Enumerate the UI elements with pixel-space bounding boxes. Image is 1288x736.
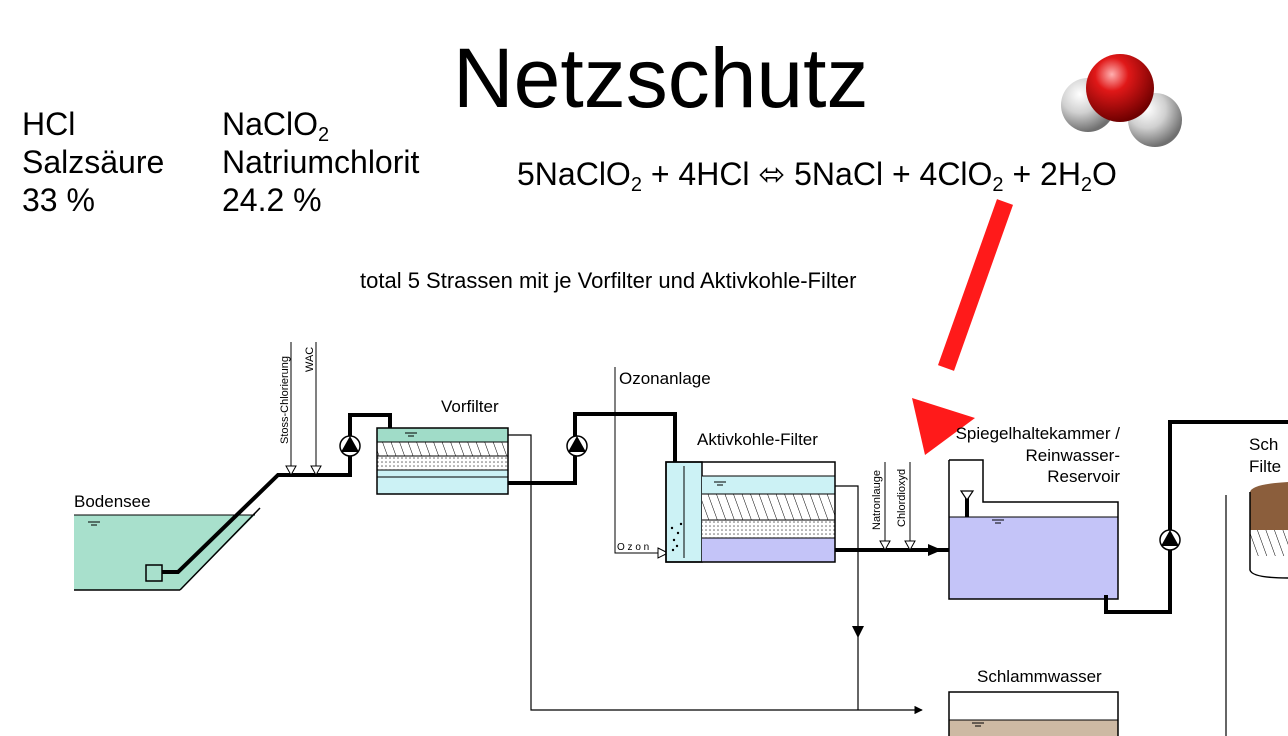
equation-subscript: 2 [992, 174, 1004, 196]
equation-subscript: 2 [630, 174, 642, 196]
chemical-name: Salzsäure [22, 144, 165, 180]
chemical-formula: NaClO2 [222, 105, 419, 146]
street-note: total 5 Strassen mit je Vorfilter und Ak… [360, 268, 857, 293]
aktivkohle-tank [665, 461, 836, 563]
ozone-column [665, 461, 703, 563]
label-ozon: O z o n [617, 542, 650, 553]
label-reservoir: Reservoir [1047, 467, 1120, 486]
chemical-name: Natriumchlorit [222, 144, 420, 180]
equation-part: O [1092, 156, 1117, 192]
vorfilter-tank [376, 427, 509, 495]
pump-icon [566, 435, 588, 457]
label-vorfilter: Vorfilter [441, 397, 499, 416]
red-arrow [912, 199, 1014, 455]
equation-part: + 4HCl ⬄ 5NaCl + 4ClO [641, 156, 993, 192]
chemical-naclo2: NaClO2 Natriumchlorit 24.2 % [222, 105, 419, 219]
dosing-lines [285, 342, 322, 477]
formula-main: HCl [22, 106, 76, 142]
reaction-equation: 5NaClO2 + 4HCl ⬄ 5NaCl + 4ClO2 + 2H2O [517, 152, 1117, 196]
equation-part: 5NaClO [517, 156, 631, 192]
pump-icon [339, 435, 361, 457]
label-wac: WAC [304, 346, 316, 372]
chemical-concentration: 24.2 % [222, 182, 322, 218]
equation-part: + 2H [1003, 156, 1081, 192]
equation-subscript: 2 [1080, 174, 1093, 196]
label-bodensee: Bodensee [74, 492, 151, 511]
chemical-formula: HCl [22, 105, 164, 143]
chemical-hcl: HCl Salzsäure 33 % [22, 105, 164, 219]
label-aktivkohle-filter: Aktivkohle-Filter [697, 430, 818, 449]
formula-subscript: 2 [318, 124, 330, 146]
bodensee-lake [74, 507, 261, 591]
formula-main: NaClO [222, 106, 319, 142]
label-spiegelhaltekammer: Spiegelhaltekammer / [955, 424, 1120, 443]
label-reinwasser: Reinwasser- [1025, 446, 1120, 465]
reservoir-tank [948, 459, 1119, 600]
water-molecule-icon [1061, 54, 1182, 147]
label-sch-partial: Sch [1249, 435, 1279, 454]
dosing-lines [879, 462, 916, 552]
label-schlammwasser: Schlammwasser [977, 667, 1102, 686]
label-chlordioxyd: Chlordioxyd [896, 468, 908, 527]
label-ozonanlage: Ozonanlage [619, 369, 711, 388]
partial-filter-tank [1225, 482, 1288, 736]
page-title: Netzschutz [453, 31, 869, 125]
label-filte-partial: Filte [1249, 457, 1282, 476]
pump-icon [1159, 529, 1181, 551]
chemical-concentration: 33 % [22, 182, 95, 218]
label-natronlauge: Natronlauge [871, 470, 883, 530]
label-stoss-chlorierung: Stoss-Chlorierung [279, 355, 291, 444]
schlammwasser-tank [948, 691, 1119, 736]
